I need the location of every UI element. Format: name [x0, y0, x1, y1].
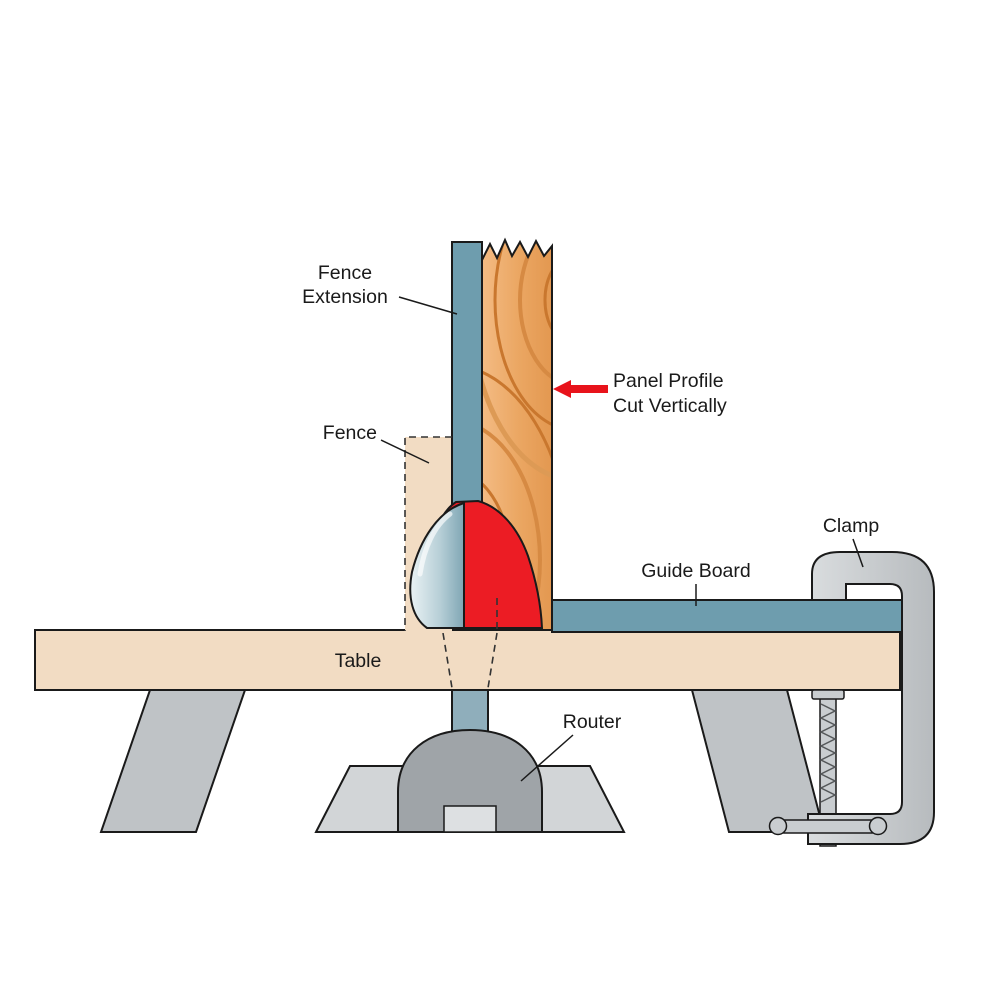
clamp-swivel-pad — [811, 689, 845, 700]
clamp-handle-ball-left — [768, 816, 788, 836]
table-leg-left — [99, 689, 247, 833]
label-fence: Fence — [323, 422, 377, 444]
pointer-line-clamp — [852, 538, 864, 568]
router-body-notch — [443, 805, 497, 833]
label-fence-extension-line2: Extension — [302, 286, 388, 308]
router-bit-cutter-wing — [409, 501, 465, 629]
panel-profile-arrow — [553, 380, 608, 398]
label-table: Table — [335, 650, 382, 672]
label-guide-board: Guide Board — [641, 560, 751, 582]
pointer-line-router — [520, 734, 574, 782]
pointer-line-fence-extension — [398, 296, 458, 315]
cutter-highlight — [417, 511, 453, 577]
label-panel-profile-line2: Cut Vertically — [613, 395, 727, 417]
c-clamp-frame — [807, 551, 935, 845]
router-spindle — [451, 689, 489, 737]
label-panel-profile-line1: Panel Profile — [613, 370, 724, 392]
table-surface — [34, 629, 901, 691]
guide-board — [551, 599, 903, 633]
panel-outline — [481, 237, 553, 631]
label-fence-extension-line1: Fence — [318, 262, 372, 284]
table-leg-right — [690, 689, 826, 833]
clamp-handle-ball-right — [868, 816, 888, 836]
label-clamp: Clamp — [823, 515, 880, 537]
label-router: Router — [563, 711, 622, 733]
hidden-arbor-dash-left — [442, 632, 453, 689]
clamp-handle-bar — [777, 819, 879, 834]
clamp-screw-threads — [819, 703, 837, 803]
fence-extension-board — [451, 241, 483, 505]
router-body — [397, 728, 543, 833]
hidden-arbor-dash-right — [487, 632, 498, 689]
fence-dashed-outline — [404, 436, 452, 631]
pointer-line-fence — [380, 439, 430, 464]
